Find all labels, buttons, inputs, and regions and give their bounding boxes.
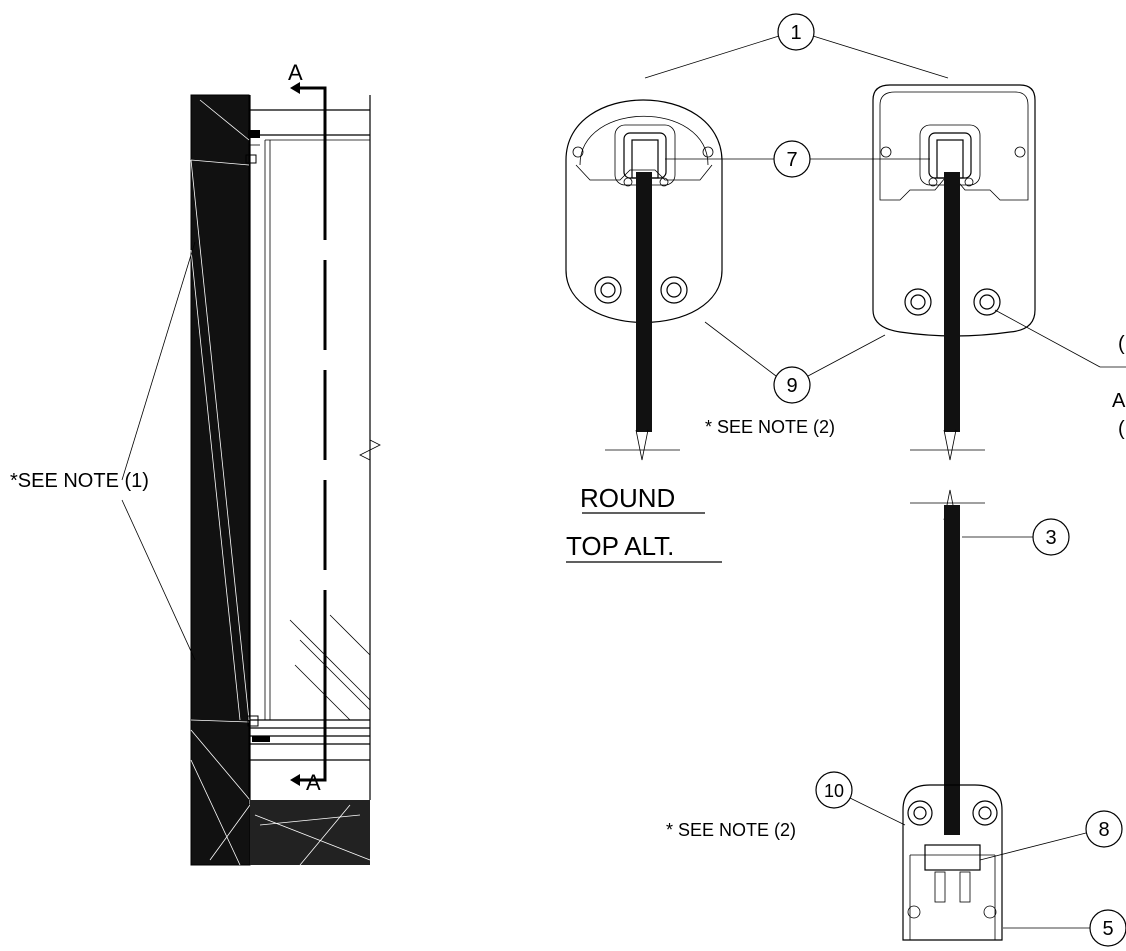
callouts: 1 7 9 * SEE NOTE (2) 3 10 * SEE NOTE (2)… <box>644 13 1126 947</box>
partial-note-paren: ( <box>1118 418 1125 440</box>
square-top-detail <box>872 84 1036 461</box>
callout-8-label: 8 <box>1098 819 1109 841</box>
partial-callout-paren: ( <box>1118 333 1125 355</box>
callout-10-bubble <box>815 771 853 809</box>
callout-9-label: 9 <box>786 375 797 397</box>
callout-1-label: 1 <box>790 22 801 44</box>
section-marker-top: A <box>288 60 303 85</box>
wall-structure <box>190 94 251 866</box>
callout-9-bubble <box>773 366 811 404</box>
bottom-rail-detail <box>902 489 1003 941</box>
callout-3-label: 3 <box>1045 527 1056 549</box>
left-elevation-view: A A *SEE NOTE (1) <box>10 60 381 866</box>
round-top-detail: ROUND TOP ALT. <box>565 99 723 563</box>
floor-slab <box>250 800 370 865</box>
callout-1-bubble <box>777 13 815 51</box>
note-2-bottom: * SEE NOTE (2) <box>666 820 796 840</box>
round-top-label-line1: ROUND <box>580 483 675 513</box>
callout-8-bubble <box>1085 810 1123 848</box>
partial-note-a: A <box>1112 390 1126 412</box>
callout-7-label: 7 <box>786 149 797 171</box>
note-2-top: * SEE NOTE (2) <box>705 417 835 437</box>
section-cut-line <box>300 86 327 782</box>
callout-5-label: 5 <box>1102 918 1113 940</box>
section-marker-bottom: A <box>306 770 321 795</box>
callout-10-label: 10 <box>824 781 844 801</box>
round-top-label-line2: TOP ALT. <box>566 531 674 561</box>
note-1-label: *SEE NOTE (1) <box>10 470 149 492</box>
